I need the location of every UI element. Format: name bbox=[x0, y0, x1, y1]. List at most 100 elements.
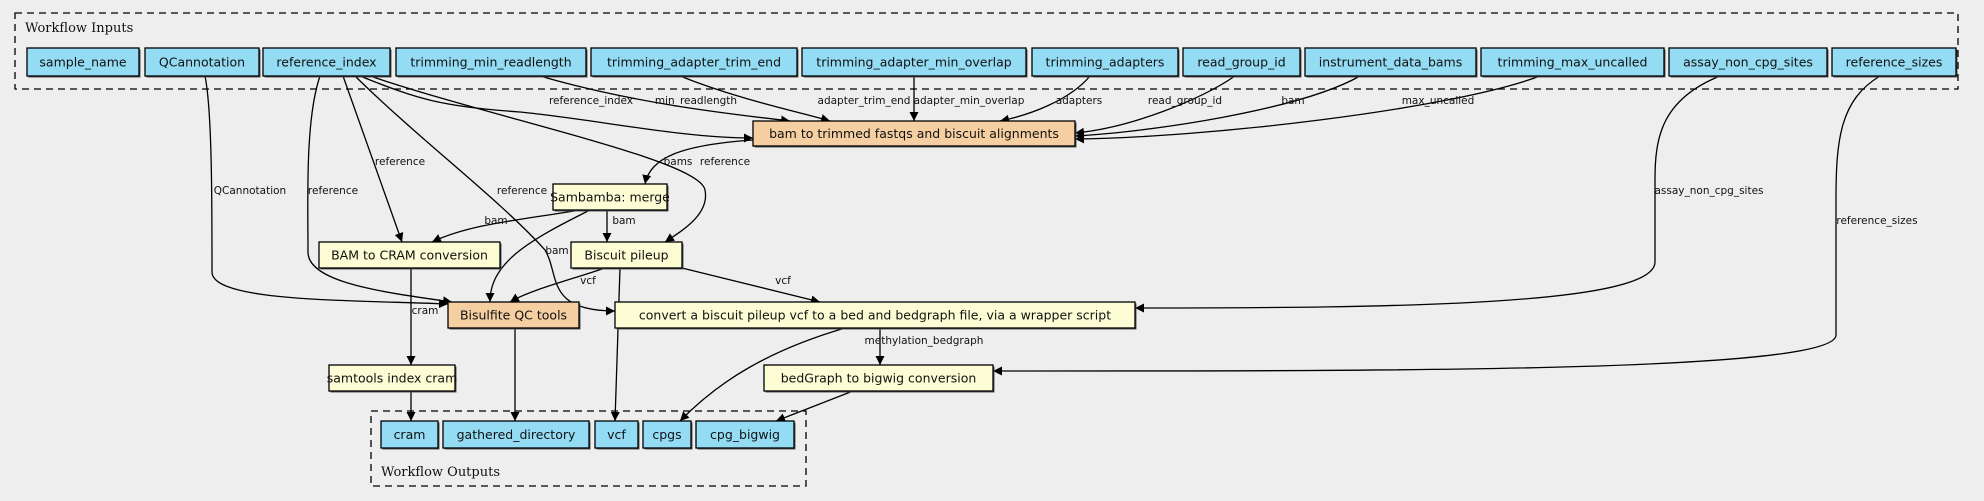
step-bam-to-trimmed-label: bam to trimmed fastqs and biscuit alignm… bbox=[769, 126, 1059, 141]
edge-label: adapters bbox=[1056, 95, 1103, 107]
edge-label: reference bbox=[700, 156, 750, 168]
step-bam-to-cram[interactable]: BAM to CRAM conversion bbox=[318, 241, 502, 270]
edge-instrument-data-bams-to-bam-to-trimmed: bam bbox=[1074, 75, 1361, 141]
edge-reference-index-to-bam-to-trimmed: reference_index bbox=[359, 75, 754, 143]
edge-reference-index-to-bisulfite-qc: reference bbox=[307, 75, 453, 306]
output-cpgs[interactable]: cpgs bbox=[642, 420, 693, 450]
input-instrument-data-bams-label: instrument_data_bams bbox=[1319, 55, 1463, 70]
edge-reference-index-to-convert-pileup: reference bbox=[354, 75, 616, 316]
input-reference-index[interactable]: reference_index bbox=[262, 47, 392, 78]
input-read-group-id-label: read_group_id bbox=[1197, 55, 1285, 70]
step-convert-pileup[interactable]: convert a biscuit pileup vcf to a bed an… bbox=[614, 301, 1137, 330]
edge-trimming-adapter-trim-end-to-bam-to-trimmed: adapter_trim_end bbox=[679, 75, 911, 123]
edge-biscuit-pileup-to-vcf bbox=[610, 267, 621, 422]
input-trimming-adapter-min-overlap-label: trimming_adapter_min_overlap bbox=[816, 55, 1011, 70]
output-cram-label: cram bbox=[394, 427, 426, 442]
edge-QCannotation-to-bisulfite-qc: QCannotation bbox=[204, 75, 449, 309]
edge-label: reference bbox=[308, 185, 358, 197]
inputs-cluster-title: Workflow Inputs bbox=[25, 21, 133, 36]
input-trimming-min-readlength[interactable]: trimming_min_readlength bbox=[395, 47, 588, 78]
inputs-cluster: Workflow Inputs bbox=[14, 12, 1959, 90]
input-reference-sizes[interactable]: reference_sizes bbox=[1831, 47, 1958, 78]
edge-label: cram bbox=[412, 305, 439, 317]
step-sambamba-merge[interactable]: Sambamba: merge bbox=[550, 183, 670, 212]
input-trimming-adapter-trim-end-label: trimming_adapter_trim_end bbox=[607, 55, 781, 70]
outputs-cluster-title: Workflow Outputs bbox=[381, 465, 500, 480]
input-QCannotation-label: QCannotation bbox=[159, 55, 245, 70]
edge-trimming-adapter-min-overlap-to-bam-to-trimmed: adapter_min_overlap bbox=[909, 76, 1025, 121]
edge-label: min_readlength bbox=[655, 95, 737, 107]
edge-label: max_uncalled bbox=[1402, 95, 1475, 107]
edge-bedgraph-to-bigwig-to-cpg-bigwig bbox=[775, 390, 854, 422]
edge-label: assay_non_cpg_sites bbox=[1654, 185, 1763, 197]
input-trimming-max-uncalled-label: trimming_max_uncalled bbox=[1498, 55, 1648, 70]
input-assay-non-cpg-sites[interactable]: assay_non_cpg_sites bbox=[1668, 47, 1829, 78]
edge-bam-to-trimmed-to-sambamba-merge: bams bbox=[642, 139, 754, 185]
input-reference-sizes-label: reference_sizes bbox=[1846, 55, 1943, 70]
step-bisulfite-qc[interactable]: Bisulfite QC tools bbox=[447, 301, 581, 330]
step-samtools-index[interactable]: samtools index cram bbox=[327, 364, 458, 393]
input-assay-non-cpg-sites-label: assay_non_cpg_sites bbox=[1683, 55, 1813, 70]
edge-read-group-id-to-bam-to-trimmed: read_group_id bbox=[1074, 75, 1236, 137]
input-trimming-adapter-trim-end[interactable]: trimming_adapter_trim_end bbox=[590, 47, 799, 78]
step-sambamba-merge-label: Sambamba: merge bbox=[550, 190, 670, 205]
edge-reference-sizes-to-bedgraph-to-bigwig: reference_sizes bbox=[992, 75, 1918, 376]
output-cpgs-label: cpgs bbox=[652, 427, 681, 442]
edge-label: read_group_id bbox=[1148, 95, 1222, 107]
edge-reference-index-to-bam-to-cram: reference bbox=[342, 75, 425, 243]
output-cpg-bigwig-label: cpg_bigwig bbox=[710, 427, 780, 442]
input-trimming-adapters-label: trimming_adapters bbox=[1046, 55, 1165, 70]
step-bedgraph-to-bigwig-label: bedGraph to bigwig conversion bbox=[781, 371, 977, 386]
step-biscuit-pileup-label: Biscuit pileup bbox=[584, 248, 668, 263]
input-trimming-min-readlength-label: trimming_min_readlength bbox=[410, 55, 571, 70]
step-biscuit-pileup[interactable]: Biscuit pileup bbox=[570, 241, 684, 270]
edge-label: QCannotation bbox=[214, 185, 286, 197]
edge-label: bam bbox=[1281, 95, 1304, 107]
edge-label: bam bbox=[545, 245, 568, 257]
edge-sambamba-merge-to-bisulfite-qc: bam bbox=[485, 209, 591, 303]
edge-trimming-min-readlength-to-bam-to-trimmed: min_readlength bbox=[539, 75, 791, 125]
edge-label: adapter_trim_end bbox=[818, 95, 911, 107]
edge-label: reference bbox=[497, 185, 547, 197]
step-samtools-index-label: samtools index cram bbox=[327, 371, 458, 386]
step-convert-pileup-label: convert a biscuit pileup vcf to a bed an… bbox=[639, 308, 1111, 323]
edge-bam-to-cram-to-samtools-index: cram bbox=[406, 268, 439, 365]
output-gathered-directory-label: gathered_directory bbox=[457, 427, 576, 442]
edge-label: vcf bbox=[580, 275, 596, 287]
output-gathered-directory[interactable]: gathered_directory bbox=[442, 420, 591, 450]
input-sample-name-label: sample_name bbox=[39, 55, 126, 70]
output-vcf-label: vcf bbox=[607, 427, 626, 442]
input-read-group-id[interactable]: read_group_id bbox=[1182, 47, 1302, 78]
output-cram[interactable]: cram bbox=[380, 420, 440, 450]
edge-label: bam bbox=[484, 215, 507, 227]
edge-label: reference_sizes bbox=[1836, 215, 1917, 227]
input-instrument-data-bams[interactable]: instrument_data_bams bbox=[1304, 47, 1478, 78]
output-cpg-bigwig[interactable]: cpg_bigwig bbox=[695, 420, 796, 450]
edge-label: adapter_min_overlap bbox=[914, 95, 1025, 107]
edge-biscuit-pileup-to-convert-pileup: vcf bbox=[681, 267, 821, 305]
edge-assay-non-cpg-sites-to-convert-pileup: assay_non_cpg_sites bbox=[1134, 75, 1764, 313]
edge-sambamba-merge-to-biscuit-pileup: bam bbox=[602, 210, 636, 242]
outputs-cluster: Workflow Outputs bbox=[370, 410, 807, 487]
edge-label: vcf bbox=[775, 275, 791, 287]
edge-trimming-max-uncalled-to-bam-to-trimmed: max_uncalled bbox=[1074, 75, 1541, 144]
edge-label: bams bbox=[664, 156, 693, 168]
edge-label: reference bbox=[375, 156, 425, 168]
step-bam-to-cram-label: BAM to CRAM conversion bbox=[331, 248, 488, 263]
input-sample-name[interactable]: sample_name bbox=[26, 47, 141, 78]
step-bam-to-trimmed[interactable]: bam to trimmed fastqs and biscuit alignm… bbox=[752, 120, 1077, 148]
edge-convert-pileup-to-bedgraph-to-bigwig: methylation_bedgraph bbox=[865, 328, 983, 365]
edge-sambamba-merge-to-bam-to-cram: bam bbox=[431, 209, 581, 243]
output-vcf[interactable]: vcf bbox=[594, 420, 640, 450]
input-QCannotation[interactable]: QCannotation bbox=[144, 47, 261, 78]
input-trimming-adapters[interactable]: trimming_adapters bbox=[1031, 47, 1180, 78]
input-trimming-adapter-min-overlap[interactable]: trimming_adapter_min_overlap bbox=[801, 47, 1028, 78]
input-trimming-max-uncalled[interactable]: trimming_max_uncalled bbox=[1480, 47, 1666, 78]
edge-reference-index-to-biscuit-pileup: reference bbox=[369, 75, 750, 243]
step-bedgraph-to-bigwig[interactable]: bedGraph to bigwig conversion bbox=[763, 364, 995, 393]
input-reference-index-label: reference_index bbox=[276, 55, 376, 70]
edge-convert-pileup-to-cpgs bbox=[679, 327, 846, 422]
